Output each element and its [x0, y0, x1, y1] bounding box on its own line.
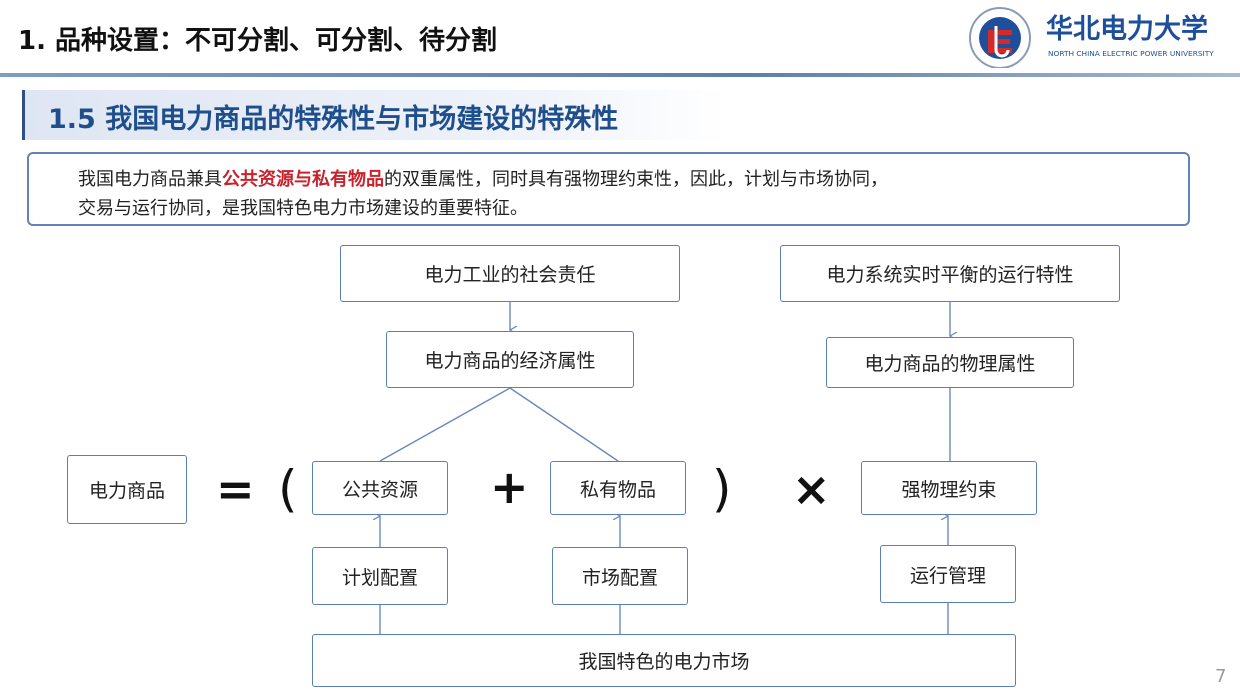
- line-economic-to-private: [509, 387, 619, 462]
- box-economic-attribute: 电力商品的经济属性: [386, 331, 634, 388]
- section-header: [22, 90, 725, 140]
- plus-sign: +: [490, 460, 529, 514]
- box-social-responsibility: 电力工业的社会责任: [340, 245, 680, 302]
- close-parenthesis: ): [712, 460, 732, 518]
- intro-line-1: 我国电力商品兼具公共资源与私有物品的双重属性，同时具有强物理约束性，因此，计划与…: [78, 165, 888, 191]
- section-title: 1.5 我国电力商品的特殊性与市场建设的特殊性: [48, 104, 619, 135]
- box-power-commodity: 电力商品: [67, 455, 187, 524]
- box-physical-attribute: 电力商品的物理属性: [826, 337, 1074, 388]
- intro-box: [27, 152, 1190, 226]
- multiply-sign: ×: [792, 462, 831, 516]
- university-logo: 华北电力大学 NORTH CHINA ELECTRIC POWER UNIVER…: [969, 7, 1214, 68]
- slide-title: 1. 品种设置：不可分割、可分割、待分割: [18, 26, 498, 56]
- intro-text: 我国电力商品兼具: [78, 169, 222, 190]
- svg-text:NORTH CHINA ELECTRIC POWER UNI: NORTH CHINA ELECTRIC POWER UNIVERSITY: [1048, 49, 1214, 58]
- intro-highlight: 公共资源与私有物品: [222, 169, 384, 190]
- box-operation-management: 运行管理: [880, 545, 1016, 603]
- svg-text:华北电力大学: 华北电力大学: [1046, 13, 1208, 45]
- box-physical-constraint: 强物理约束: [861, 461, 1037, 515]
- box-private-goods: 私有物品: [550, 461, 686, 515]
- box-public-resource: 公共资源: [312, 461, 448, 515]
- box-planned-allocation: 计划配置: [312, 547, 448, 605]
- intro-line-2: 交易与运行协同，是我国特色电力市场建设的重要特征。: [78, 198, 528, 219]
- box-market-allocation: 市场配置: [552, 547, 688, 605]
- equals-sign: =: [216, 462, 255, 516]
- box-realtime-balance: 电力系统实时平衡的运行特性: [780, 245, 1120, 302]
- intro-text: 的双重属性，同时具有强物理约束性，因此，计划与市场协同，: [384, 169, 888, 190]
- open-parenthesis: (: [278, 460, 298, 518]
- line-economic-to-public: [379, 387, 511, 462]
- header-divider: [0, 73, 1240, 77]
- box-chinese-power-market: 我国特色的电力市场: [312, 634, 1016, 687]
- page-number: 7: [1215, 666, 1227, 687]
